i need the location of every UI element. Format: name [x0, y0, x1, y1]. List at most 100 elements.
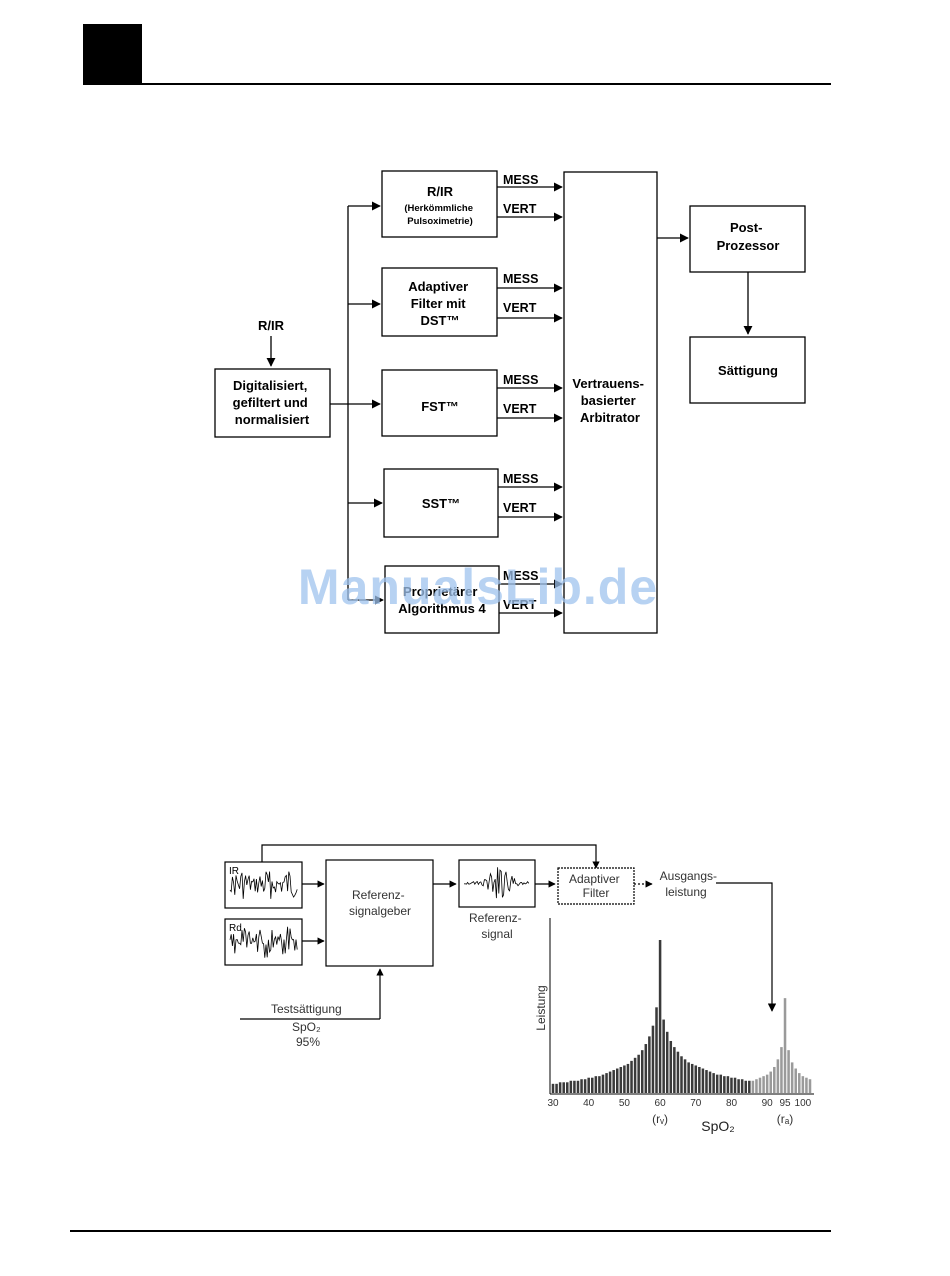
algorithm-box-dst [381, 267, 498, 337]
output-power-label: Ausgangs- leistung [660, 869, 721, 899]
chart-bar [808, 1079, 812, 1093]
input-label: R/IR [258, 318, 285, 333]
algorithm-outputs: MESS VERT MESS VERT MESS VERT MESS VERT … [497, 173, 563, 618]
chart-tick-label: 60 [655, 1098, 667, 1109]
chart-bar [640, 1050, 644, 1093]
chart-tick-label: 80 [726, 1098, 738, 1109]
chart-bar [655, 1007, 658, 1093]
chart-bar [587, 1077, 590, 1093]
chart-bar [680, 1056, 683, 1093]
algorithm-box-sst [383, 468, 499, 538]
algorithm-flow-diagram: R/IR Digitalisiert, gefiltert und normal… [214, 170, 806, 634]
chart-bar [733, 1077, 737, 1093]
chart-bar [765, 1074, 769, 1093]
chart-bar [687, 1062, 690, 1093]
chart-bar [719, 1074, 723, 1093]
ir-waveform [229, 871, 298, 899]
chart-bar [683, 1059, 687, 1093]
chart-bar [566, 1082, 569, 1093]
chart-tick-label: 70 [690, 1098, 702, 1109]
chart-bar [708, 1071, 712, 1093]
chart-bar [694, 1065, 698, 1093]
adaptive-filter-label: Adaptiver Filter [569, 872, 623, 900]
chart-bars [551, 940, 812, 1093]
mess-label-2: MESS [503, 272, 538, 286]
chart-bar [598, 1076, 601, 1093]
chart-bar [608, 1071, 612, 1093]
chart-tick-label: 90 [762, 1098, 774, 1109]
preprocess-box [214, 368, 331, 438]
chart-bar [630, 1060, 633, 1093]
ir-feedback-line [261, 844, 600, 869]
chart-tick-label: 50 [619, 1098, 631, 1109]
chart-y-label: Leistung [534, 985, 548, 1030]
algorithm-label-sst: SST™ [422, 496, 460, 511]
vert-label-1: VERT [503, 202, 537, 216]
chart-bar [569, 1080, 573, 1093]
algorithm-box-rir [381, 170, 498, 238]
ir-label: IR [229, 866, 239, 877]
algorithm-box-proprietary [384, 565, 500, 634]
chart-bar [644, 1044, 648, 1093]
saturation-label: Sättigung [718, 363, 778, 378]
chart-bar [673, 1047, 676, 1093]
reference-generator-label: Referenz- signalgeber [349, 888, 411, 918]
chart-bar [612, 1070, 615, 1093]
chart-bar [726, 1076, 730, 1093]
vert-label-4: VERT [503, 501, 537, 515]
chart-tick-label: 100 [795, 1098, 812, 1109]
postprocessor-label: Post- Prozessor [717, 220, 780, 253]
chart-bar [787, 1050, 790, 1093]
chart-bar [701, 1068, 705, 1093]
chart-bar [723, 1076, 726, 1093]
chart-bar [776, 1059, 780, 1093]
chart-bar [798, 1073, 801, 1093]
chart-bar [558, 1082, 562, 1093]
chart-bar [737, 1079, 740, 1093]
mess-label-4: MESS [503, 472, 538, 486]
arbitrator-label: Vertrauens- basierter Arbitrator [572, 376, 647, 425]
algorithm-label-rir: R/IR [427, 184, 454, 199]
chart-bar [576, 1080, 580, 1093]
algorithm-label-dst: Adaptiver Filter mit DST™ [408, 279, 472, 328]
chart-bar [583, 1079, 587, 1093]
chart-bar [665, 1031, 669, 1093]
chart-bar [801, 1076, 805, 1093]
chart-bar [648, 1036, 651, 1093]
chart-bar [794, 1068, 797, 1093]
chart-peak-label: (rₐ) [777, 1112, 793, 1126]
chart-bar [562, 1082, 565, 1093]
chart-bar [790, 1062, 794, 1093]
chart-bar [615, 1068, 619, 1093]
chapter-marker-block [83, 24, 142, 83]
rd-waveform [229, 926, 298, 958]
chart-bar [769, 1071, 772, 1093]
algorithm-sublabel-rir: (Herkömmliche Pulsoximetrie) [404, 203, 475, 227]
chart-tick-label: 95 [779, 1098, 791, 1109]
chart-bar [651, 1025, 655, 1093]
chart-bar [690, 1063, 694, 1093]
chart-peak-label: (rᵥ) [652, 1112, 668, 1126]
reference-signal-label: Referenz- signal [469, 911, 525, 941]
chart-bar [658, 940, 662, 1093]
chart-bar [705, 1070, 708, 1093]
test-saturation-label: Testsättigung SpO₂ 95% [271, 1002, 345, 1049]
vert-label-2: VERT [503, 301, 537, 315]
chart-bar [805, 1077, 808, 1093]
chart-peak-labels: (rᵥ) (rₐ) [652, 1112, 793, 1126]
algorithm-label-fst: FST™ [421, 399, 459, 414]
ir-waveform-box [224, 861, 303, 909]
chart-bar [751, 1080, 755, 1093]
chart-bar [605, 1073, 608, 1093]
vert-label-5: VERT [503, 598, 537, 612]
chart-x-label: SpO₂ [701, 1118, 734, 1134]
chart-bar [594, 1076, 598, 1093]
chart-bar [698, 1066, 701, 1093]
arbitrator-box [563, 171, 658, 634]
chart-bar [633, 1057, 637, 1093]
mess-label-5: MESS [503, 569, 538, 583]
chart-bar [748, 1080, 751, 1093]
chart-tick-label: 40 [583, 1098, 595, 1109]
